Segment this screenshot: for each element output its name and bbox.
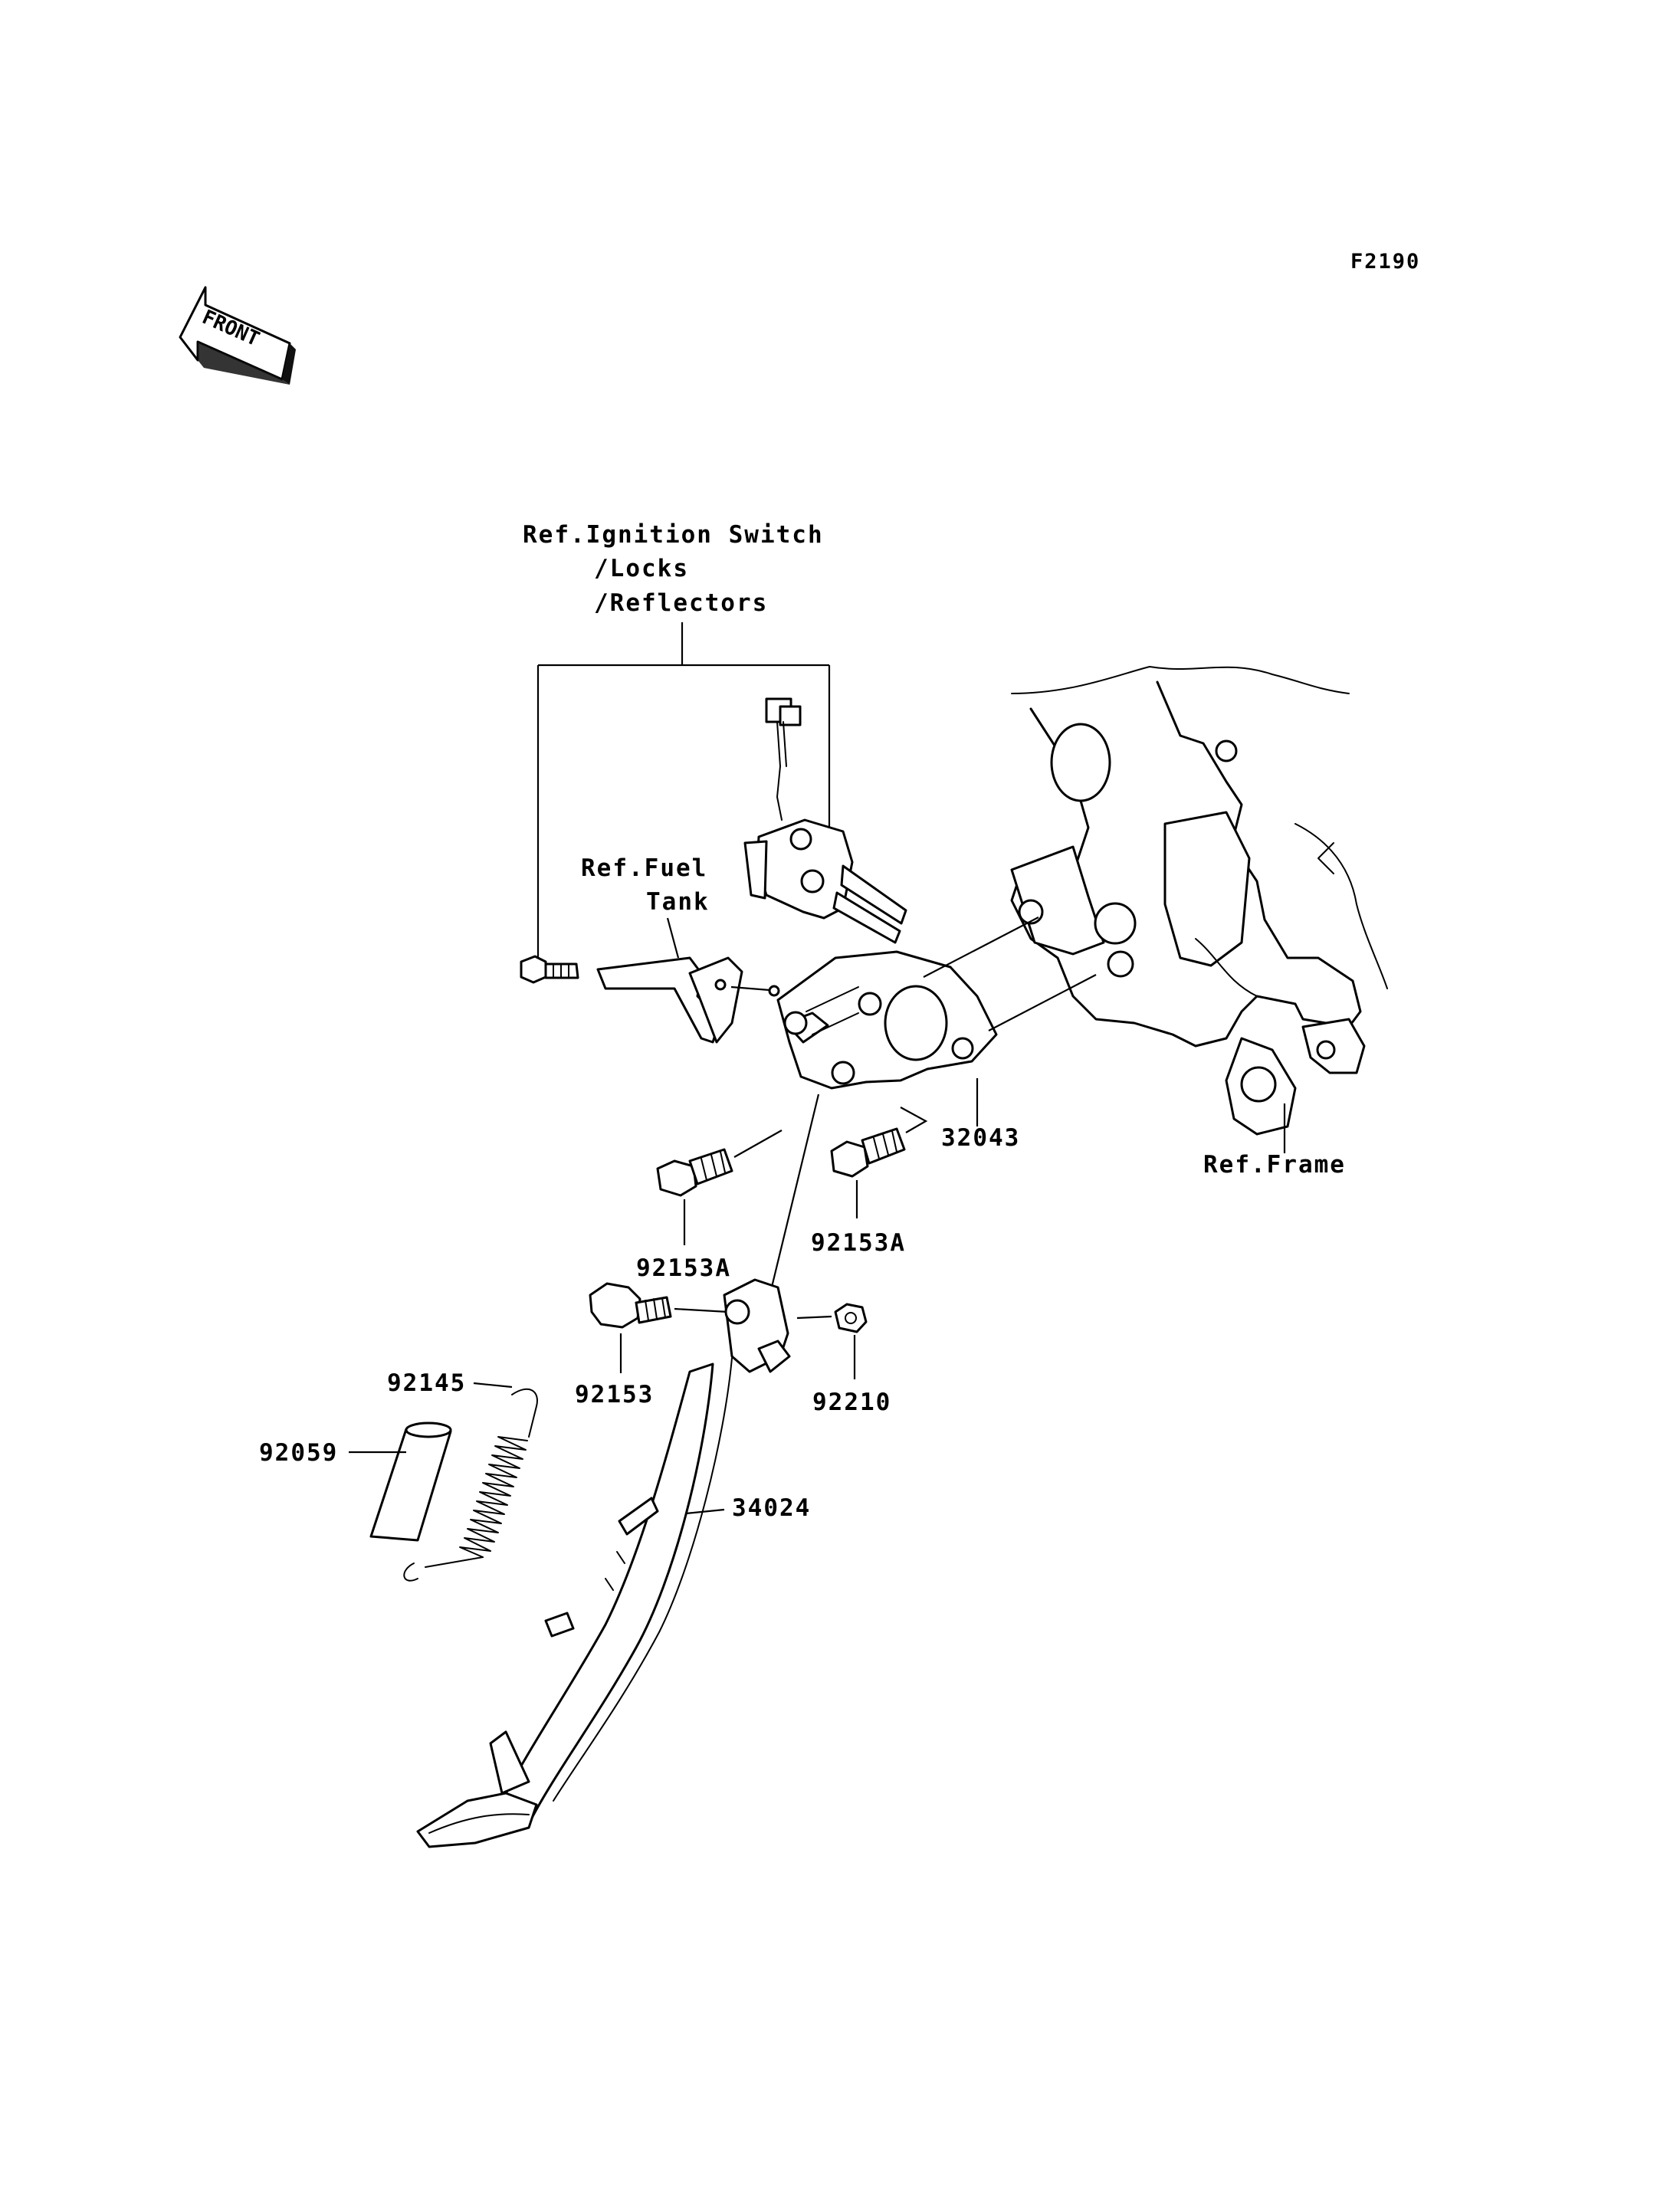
ref-ignition-bracket [536,622,831,967]
pivot-bolt-92153 [589,1282,729,1373]
callout-92153a-left: 92153A [636,1254,731,1282]
stand-bracket-32043 [776,950,998,1090]
ignition-switch [743,697,907,944]
ref-ignition-line1: Ref.Ignition Switch [523,521,824,549]
fuel-tank-bracket [596,956,780,1044]
callout-92153a-right: 92153A [811,1229,906,1257]
bolt-92153a-right [830,1107,928,1218]
callout-92145: 92145 [387,1369,466,1397]
spring-92145 [403,1382,538,1582]
front-arrow-icon: FRONT [179,286,296,385]
callout-32043: 32043 [941,1124,1020,1152]
frame-section [923,666,1388,1136]
ref-ignition-line3: /Reflectors [594,589,768,617]
nut-92210 [796,1303,868,1379]
ref-frame: Ref.Frame [1203,1151,1346,1179]
callout-92153: 92153 [575,1381,654,1408]
callout-34024: 34024 [732,1494,811,1522]
ref-ignition-switch: Ref.Ignition Switch /Locks /Reflectors [523,521,831,967]
ref-fuel-line1: Ref.Fuel [581,854,707,882]
left-small-bolt [520,955,579,984]
sleeve-92059 [349,1421,452,1542]
bolt-92153a-left [656,1130,783,1245]
callout-92210: 92210 [812,1389,891,1416]
side-stand-34024 [416,1278,791,1848]
callout-92059: 92059 [259,1439,338,1467]
figure-code: F2190 [1350,250,1420,274]
ref-ignition-line2: /Locks [594,555,689,582]
ref-fuel-line2: Tank [646,888,710,916]
